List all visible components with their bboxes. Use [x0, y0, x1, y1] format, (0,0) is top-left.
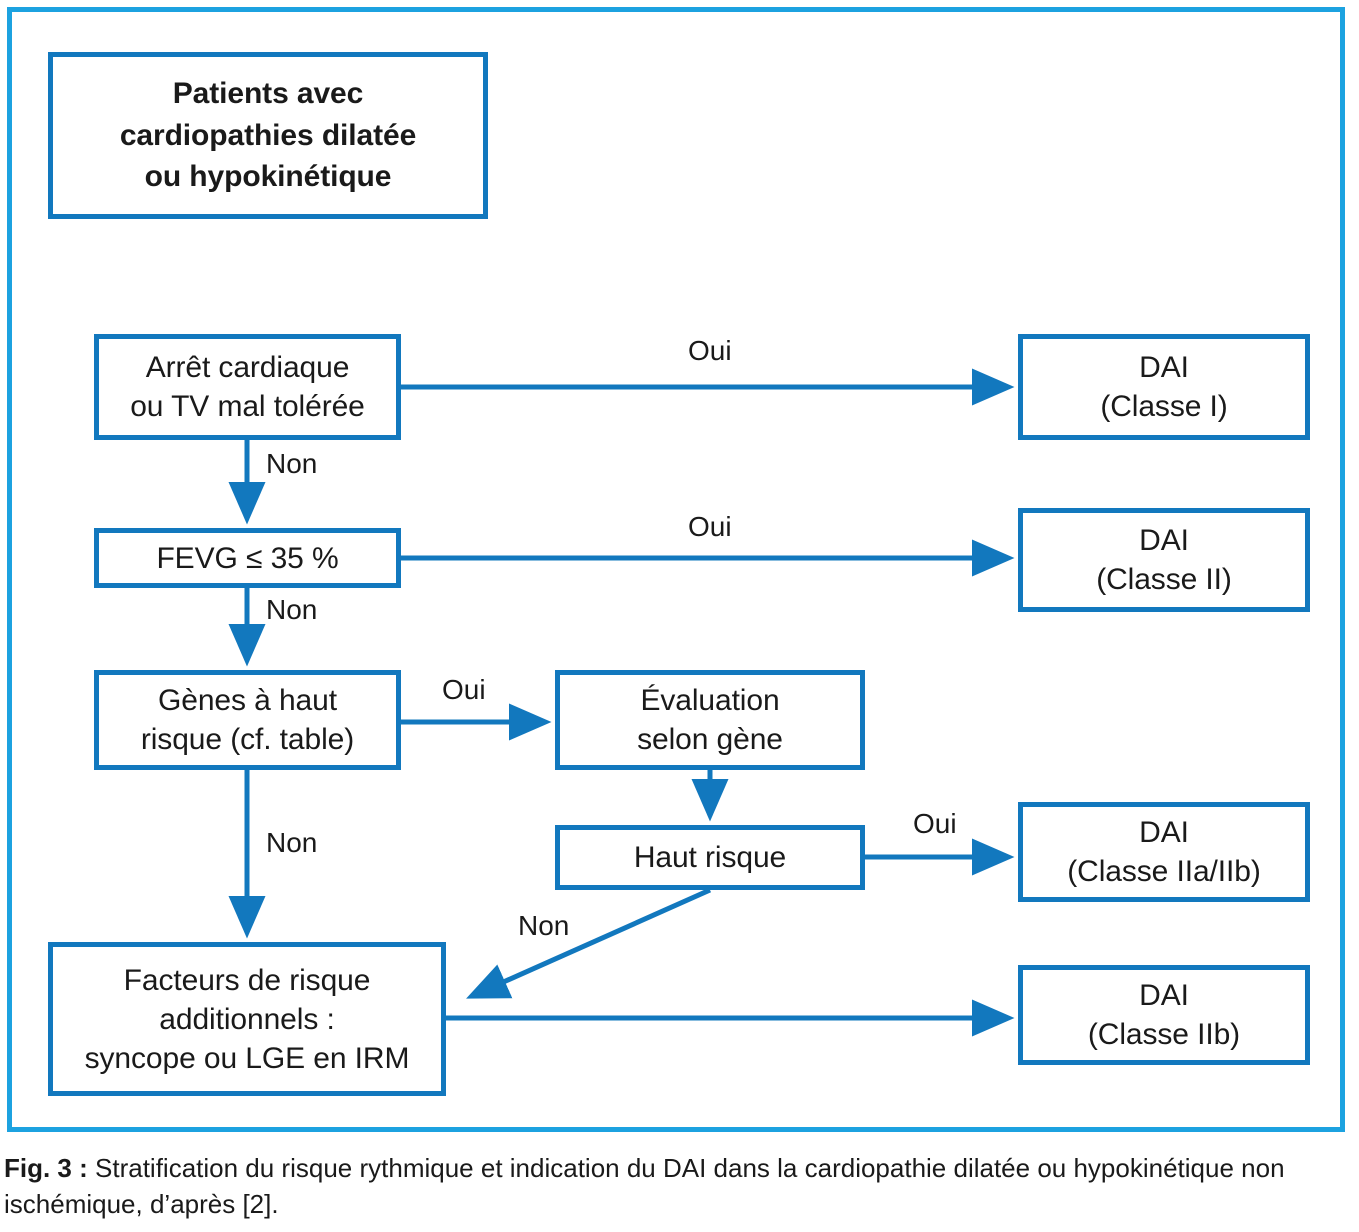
node-fevg[interactable]: FEVG ≤ 35 % [94, 528, 401, 588]
node-dai-classe-iia-iib[interactable]: DAI (Classe IIa/IIb) [1018, 802, 1310, 902]
node-arret-cardiaque[interactable]: Arrêt cardiaque ou TV mal tolérée [94, 334, 401, 440]
node-dai-classe-iia-iib-label: DAI (Classe IIa/IIb) [1067, 816, 1261, 888]
node-dai-classe-i-label: DAI (Classe I) [1100, 351, 1228, 423]
node-patients-start-label: Patients avec cardiopathies dilatée ou h… [119, 77, 417, 194]
node-facteurs-risque-additionnels-label: Facteurs de risque additionnels : syncop… [84, 963, 410, 1075]
figure-caption: Fig. 3 : Stratification du risque rythmi… [4, 1150, 1356, 1223]
node-arret-cardiaque-label: Arrêt cardiaque ou TV mal tolérée [130, 351, 365, 423]
node-fevg-label: FEVG ≤ 35 % [156, 541, 339, 575]
node-dai-classe-i[interactable]: DAI (Classe I) [1018, 334, 1310, 440]
figure-caption-text: Stratification du risque rythmique et in… [4, 1153, 1285, 1220]
node-evaluation-selon-gene-label: Évaluation selon gène [637, 684, 783, 756]
edge-label-oui-fevg: Oui [688, 511, 732, 542]
node-evaluation-selon-gene[interactable]: Évaluation selon gène [555, 670, 865, 770]
node-facteurs-risque-additionnels[interactable]: Facteurs de risque additionnels : syncop… [48, 942, 446, 1096]
figure-caption-label: Fig. 3 : [4, 1153, 88, 1183]
edge-label-oui-haut-risque: Oui [913, 808, 957, 839]
edge-label-non-arret: Non [266, 448, 318, 479]
node-dai-classe-iib[interactable]: DAI (Classe IIb) [1018, 965, 1310, 1065]
node-haut-risque[interactable]: Haut risque [555, 825, 865, 890]
node-dai-classe-ii[interactable]: DAI (Classe II) [1018, 508, 1310, 612]
edge-label-non-fevg: Non [266, 594, 318, 625]
node-haut-risque-label: Haut risque [633, 841, 787, 874]
node-genes-haut-risque-label: Gènes à haut risque (cf. table) [140, 684, 355, 756]
node-dai-classe-iib-label: DAI (Classe IIb) [1087, 979, 1241, 1051]
edge-label-non-genes: Non [266, 827, 318, 858]
edge-label-oui-genes: Oui [442, 674, 486, 705]
edge-label-non-haut-risque: Non [518, 910, 570, 941]
node-genes-haut-risque[interactable]: Gènes à haut risque (cf. table) [94, 670, 401, 770]
edge-label-oui-arret: Oui [688, 335, 732, 366]
node-dai-classe-ii-label: DAI (Classe II) [1096, 524, 1232, 596]
node-patients-start[interactable]: Patients avec cardiopathies dilatée ou h… [48, 52, 488, 219]
